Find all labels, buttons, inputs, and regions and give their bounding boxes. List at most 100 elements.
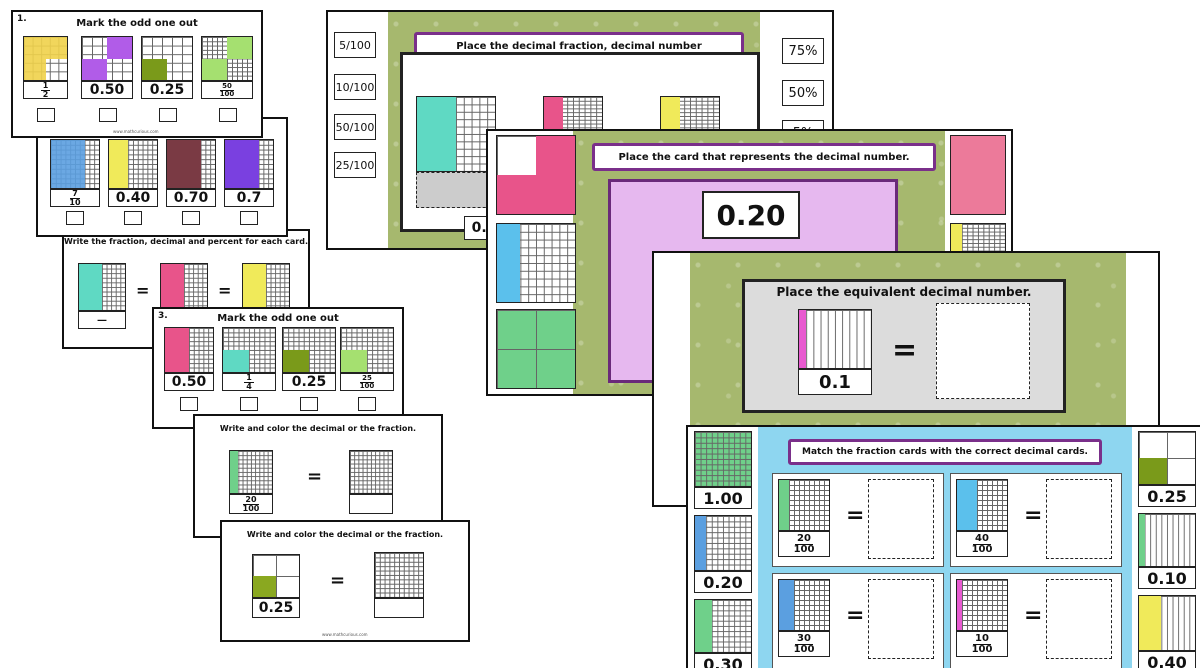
blank-hundred-grid[interactable]	[374, 552, 424, 598]
decimal-label: 0.30	[694, 653, 752, 668]
shaded-area	[51, 140, 85, 188]
answer-checkbox[interactable]	[300, 397, 318, 411]
shaded-quadrant	[107, 37, 132, 59]
fraction-option[interactable]: 50/100	[334, 114, 376, 140]
hundred-grid	[141, 36, 193, 81]
answer-blank[interactable]	[349, 494, 393, 514]
hundred-grid	[224, 139, 274, 189]
shaded-area	[695, 600, 712, 652]
denominator: 4	[246, 381, 252, 391]
shaded-area	[951, 224, 962, 262]
shaded-quadrant	[45, 37, 67, 59]
shaded-quadrant	[82, 58, 107, 80]
hundred-grid	[778, 579, 830, 631]
answer-checkbox[interactable]	[358, 397, 376, 411]
footer-url: www.mathcurious.com	[322, 632, 368, 637]
hundred-grid	[950, 135, 1006, 215]
hundred-grid	[956, 579, 1008, 631]
equals-sign: =	[330, 570, 346, 591]
shaded-area	[957, 480, 977, 530]
drop-zone[interactable]	[936, 303, 1030, 399]
shaded-area	[167, 140, 201, 188]
answer-checkbox[interactable]	[37, 108, 55, 122]
drop-zone[interactable]	[868, 479, 934, 559]
hundred-grid	[416, 96, 496, 172]
shaded-area	[695, 516, 707, 570]
worksheet-title: Mark the odd one out	[217, 313, 339, 324]
denominator: 100	[242, 503, 260, 513]
hundred-grid	[694, 599, 752, 653]
decimal-label: 0.25	[1138, 485, 1196, 507]
worksheet-title: Write the fraction, decimal and percent …	[64, 237, 308, 246]
fraction-option[interactable]: 5/100	[334, 32, 376, 58]
decimal-label: 0.40	[1138, 651, 1196, 668]
denominator: 100	[359, 381, 375, 390]
numerator: 1	[244, 372, 254, 383]
answer-checkbox[interactable]	[182, 211, 200, 225]
drop-zone[interactable]	[416, 172, 496, 208]
hundred-grid	[78, 263, 126, 311]
numerator: 10	[973, 632, 991, 645]
percent-option[interactable]: 50%	[782, 80, 824, 106]
hundred-grid	[166, 139, 216, 189]
drop-zone[interactable]	[1046, 579, 1112, 659]
hundred-grid	[81, 36, 133, 81]
answer-checkbox[interactable]	[159, 108, 177, 122]
shaded-area	[497, 224, 521, 302]
drop-zone[interactable]	[1046, 479, 1112, 559]
shaded-quadrant	[24, 37, 46, 59]
numerator: 40	[973, 532, 991, 545]
decimal-label: 0.20	[694, 571, 752, 593]
hundred-grid	[164, 327, 214, 373]
hundred-grid	[1138, 431, 1196, 485]
drop-zone[interactable]	[868, 579, 934, 659]
answer-checkbox[interactable]	[99, 108, 117, 122]
denominator: 100	[971, 643, 993, 655]
equals-sign: =	[136, 281, 150, 300]
percent-option[interactable]: 75%	[782, 38, 824, 64]
answer-checkbox[interactable]	[124, 211, 142, 225]
answer-checkbox[interactable]	[219, 108, 237, 122]
blank-hundred-grid[interactable]	[349, 450, 393, 494]
hundred-grid	[229, 450, 273, 494]
question-number: 1.	[17, 14, 27, 24]
shaded-area	[161, 264, 184, 310]
hundred-grid	[543, 96, 603, 136]
shaded-quadrant	[24, 58, 46, 80]
fraction-option[interactable]: 25/100	[334, 152, 376, 178]
decimal-label: 0.7	[224, 189, 274, 207]
hundred-grid	[23, 36, 68, 81]
shaded-area	[417, 97, 456, 171]
shaded-area	[951, 136, 1005, 214]
hundred-grid	[694, 515, 752, 571]
numerator: 30	[795, 632, 813, 645]
answer-blank[interactable]: —	[78, 311, 126, 329]
shaded-area	[957, 580, 962, 630]
shaded-area	[779, 480, 789, 530]
answer-checkbox[interactable]	[180, 397, 198, 411]
answer-checkbox[interactable]	[240, 397, 258, 411]
hundred-grid	[108, 139, 158, 189]
shaded-area	[79, 264, 102, 310]
worksheet-title: Write and color the decimal or the fract…	[219, 424, 417, 433]
hundred-grid	[496, 223, 576, 303]
hundred-grid	[201, 36, 253, 81]
denominator: 10	[69, 197, 81, 207]
answer-checkbox[interactable]	[66, 211, 84, 225]
fraction-option[interactable]: 10/100	[334, 74, 376, 100]
shaded-quadrant	[536, 136, 575, 175]
hundred-grid	[496, 309, 576, 389]
answer-checkbox[interactable]	[240, 211, 258, 225]
worksheet-title: Write and color the decimal or the fract…	[246, 530, 444, 539]
equals-sign: =	[307, 466, 323, 487]
decimal-label: 0.25	[141, 81, 193, 99]
answer-blank[interactable]	[374, 598, 424, 618]
shaded-quadrant	[253, 576, 276, 597]
equals-sign: =	[846, 603, 865, 628]
shaded-area	[243, 264, 266, 310]
